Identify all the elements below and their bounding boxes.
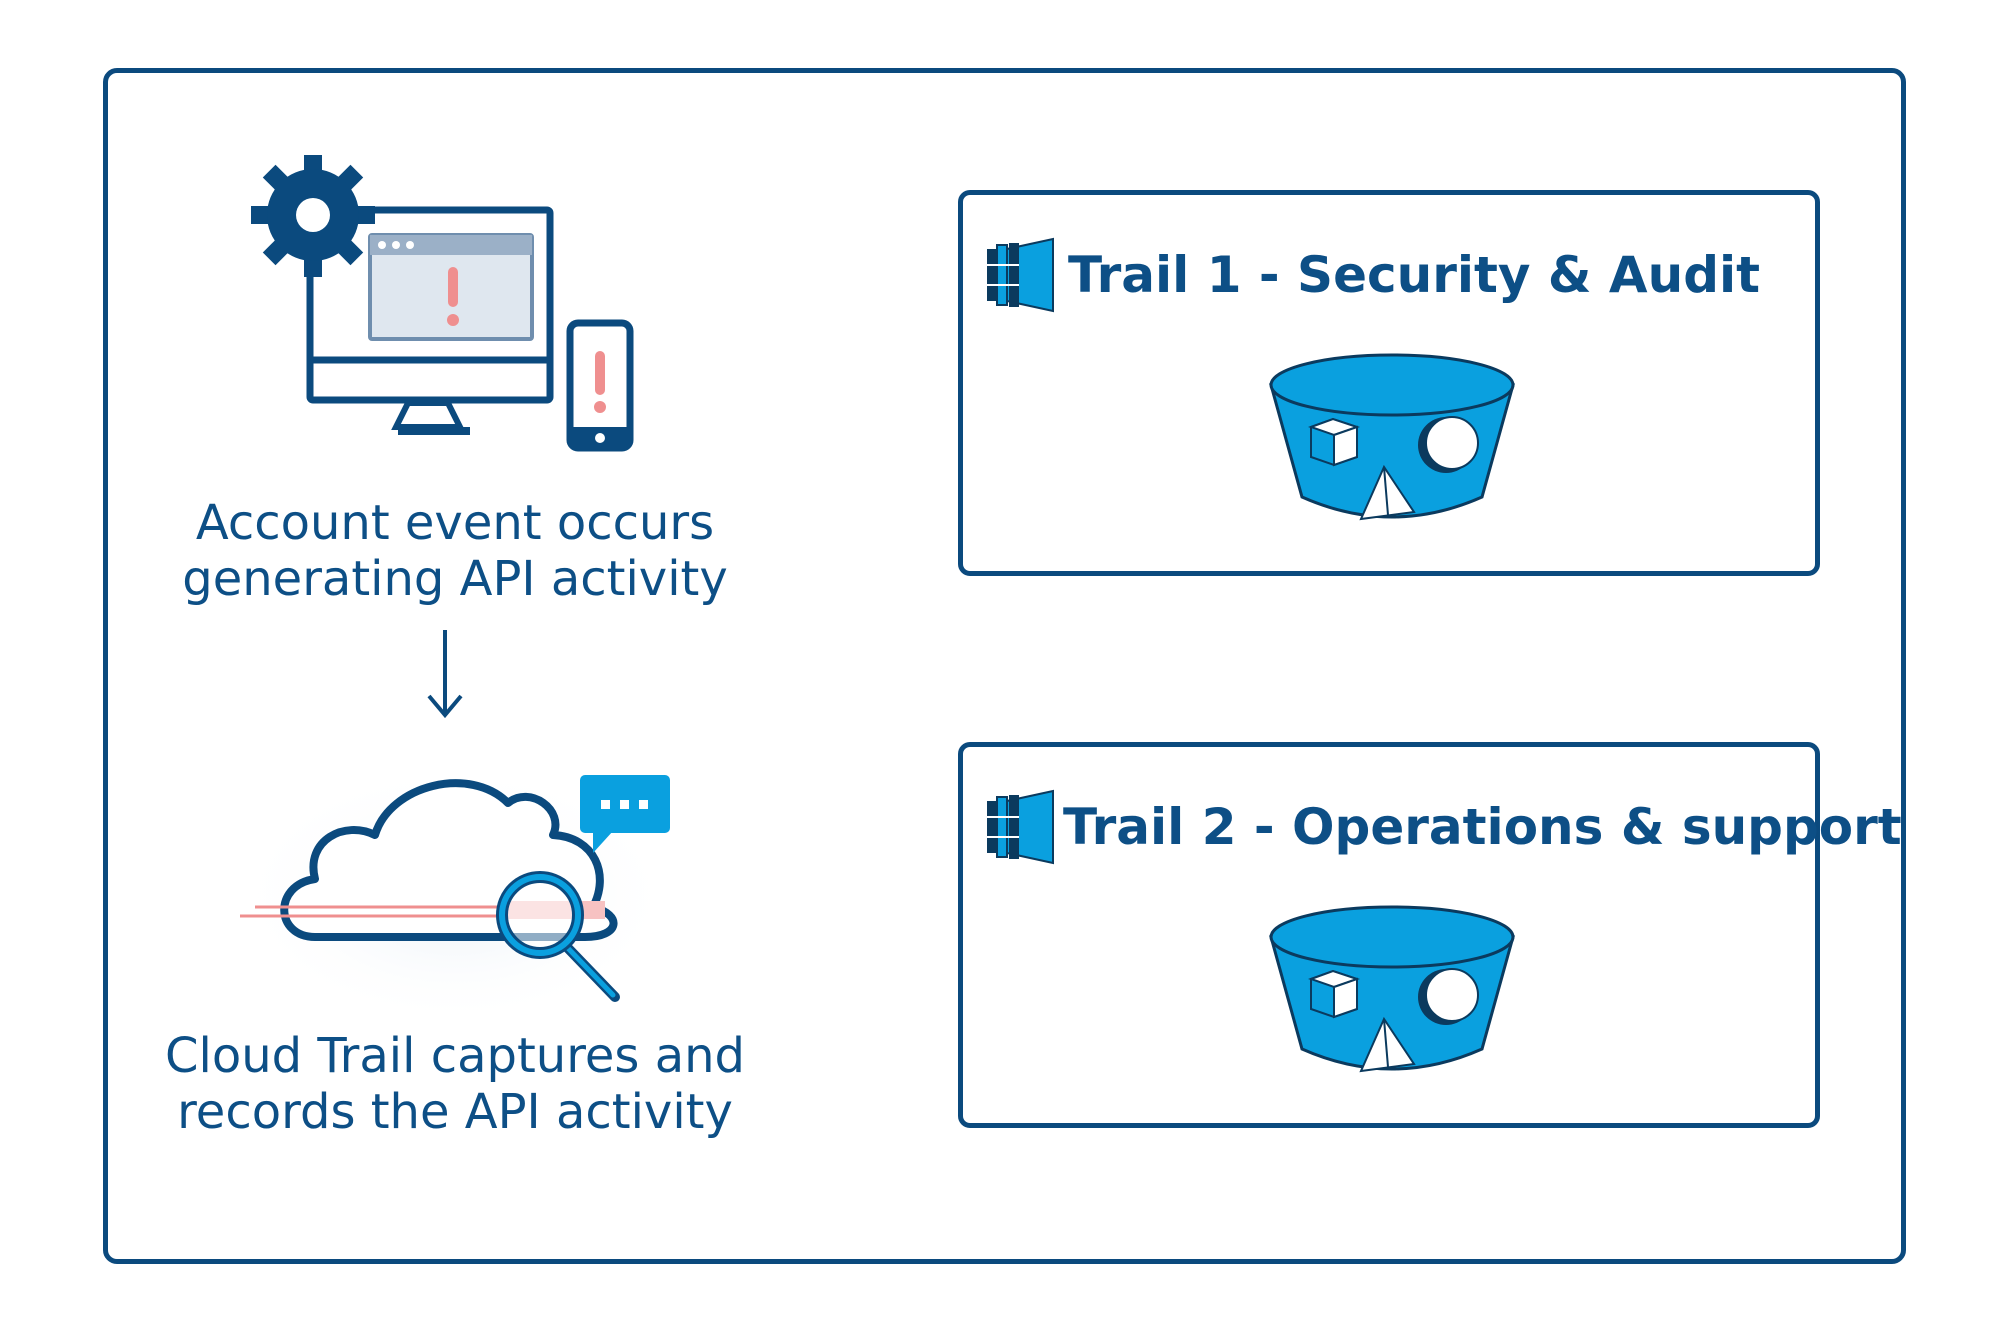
diagram-frame xyxy=(103,68,1906,1264)
s3-bucket-icon xyxy=(1269,353,1515,521)
s3-bucket-icon xyxy=(1269,905,1515,1073)
step-2-caption: Cloud Trail captures and records the API… xyxy=(150,1028,760,1140)
step-2-caption-line-1: Cloud Trail captures and xyxy=(164,1028,745,1084)
trail-2-title: Trail 2 - Operations & support xyxy=(1063,798,1902,856)
step-2-caption-line-2: records the API activity xyxy=(177,1084,733,1140)
trail-1-title: Trail 1 - Security & Audit xyxy=(1068,246,1761,304)
step-1-caption-line-2: generating API activity xyxy=(182,551,728,607)
step-1-caption-line-1: Account event occurs xyxy=(195,495,715,551)
cloud-search-icon xyxy=(235,765,675,1020)
computer-mobile-alert-icon xyxy=(251,155,634,452)
cloudtrail-icon xyxy=(987,789,1054,865)
step-1-caption: Account event occurs generating API acti… xyxy=(150,495,760,607)
cloudtrail-icon xyxy=(987,237,1054,313)
trail-1-panel: Trail 1 - Security & Audit xyxy=(958,190,1820,576)
down-arrow-icon xyxy=(427,630,463,719)
trail-2-panel: Trail 2 - Operations & support xyxy=(958,742,1902,1128)
